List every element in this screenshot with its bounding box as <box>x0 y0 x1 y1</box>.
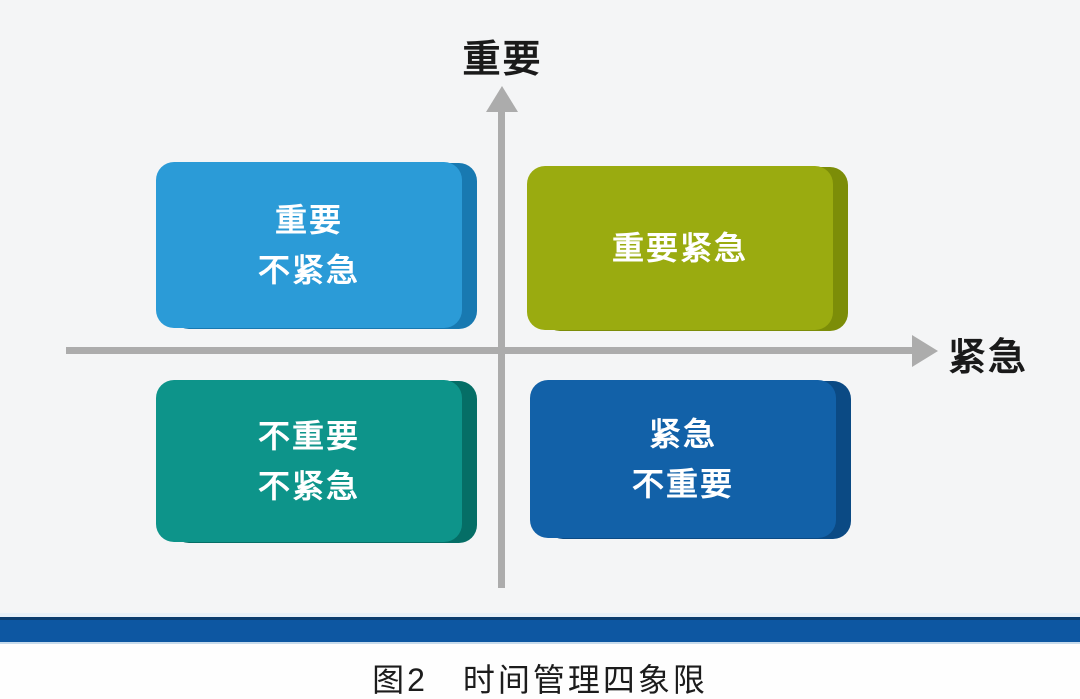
quadrant-important-not-urgent: 重要 不紧急 <box>156 162 477 329</box>
quadrant-urgent-not-important: 紧急 不重要 <box>530 380 851 539</box>
quadrant-face: 紧急 不重要 <box>530 380 836 538</box>
quadrant-face: 重要紧急 <box>527 166 833 330</box>
quadrant-label-line2: 不紧急 <box>257 252 360 288</box>
quadrant-not-important-not-urgent: 不重要 不紧急 <box>156 380 477 543</box>
quadrant-important-urgent: 重要紧急 <box>527 166 848 331</box>
quadrant-label-line1: 重要 <box>274 202 343 238</box>
quadrant-face: 重要 不紧急 <box>156 162 462 328</box>
quadrant-label-line2: 不重要 <box>631 466 734 502</box>
quadrant-label-line1: 紧急 <box>648 416 717 452</box>
quadrant-label-line2: 不紧急 <box>257 468 360 504</box>
quadrant-face: 不重要 不紧急 <box>156 380 462 542</box>
quadrant-label-line1: 不重要 <box>257 418 360 454</box>
x-axis-label: 紧急 <box>948 337 1029 379</box>
right-arrowhead-icon <box>912 335 938 367</box>
caption-strip: 图2 时间管理四象限 <box>0 644 1080 699</box>
y-axis-label: 重要 <box>462 39 543 81</box>
up-arrowhead-icon <box>486 86 518 112</box>
footer-divider-bar <box>0 613 1080 644</box>
quadrant-label-line1: 重要紧急 <box>611 230 748 266</box>
figure-caption: 图2 时间管理四象限 <box>372 662 708 698</box>
x-axis-line <box>66 347 914 354</box>
